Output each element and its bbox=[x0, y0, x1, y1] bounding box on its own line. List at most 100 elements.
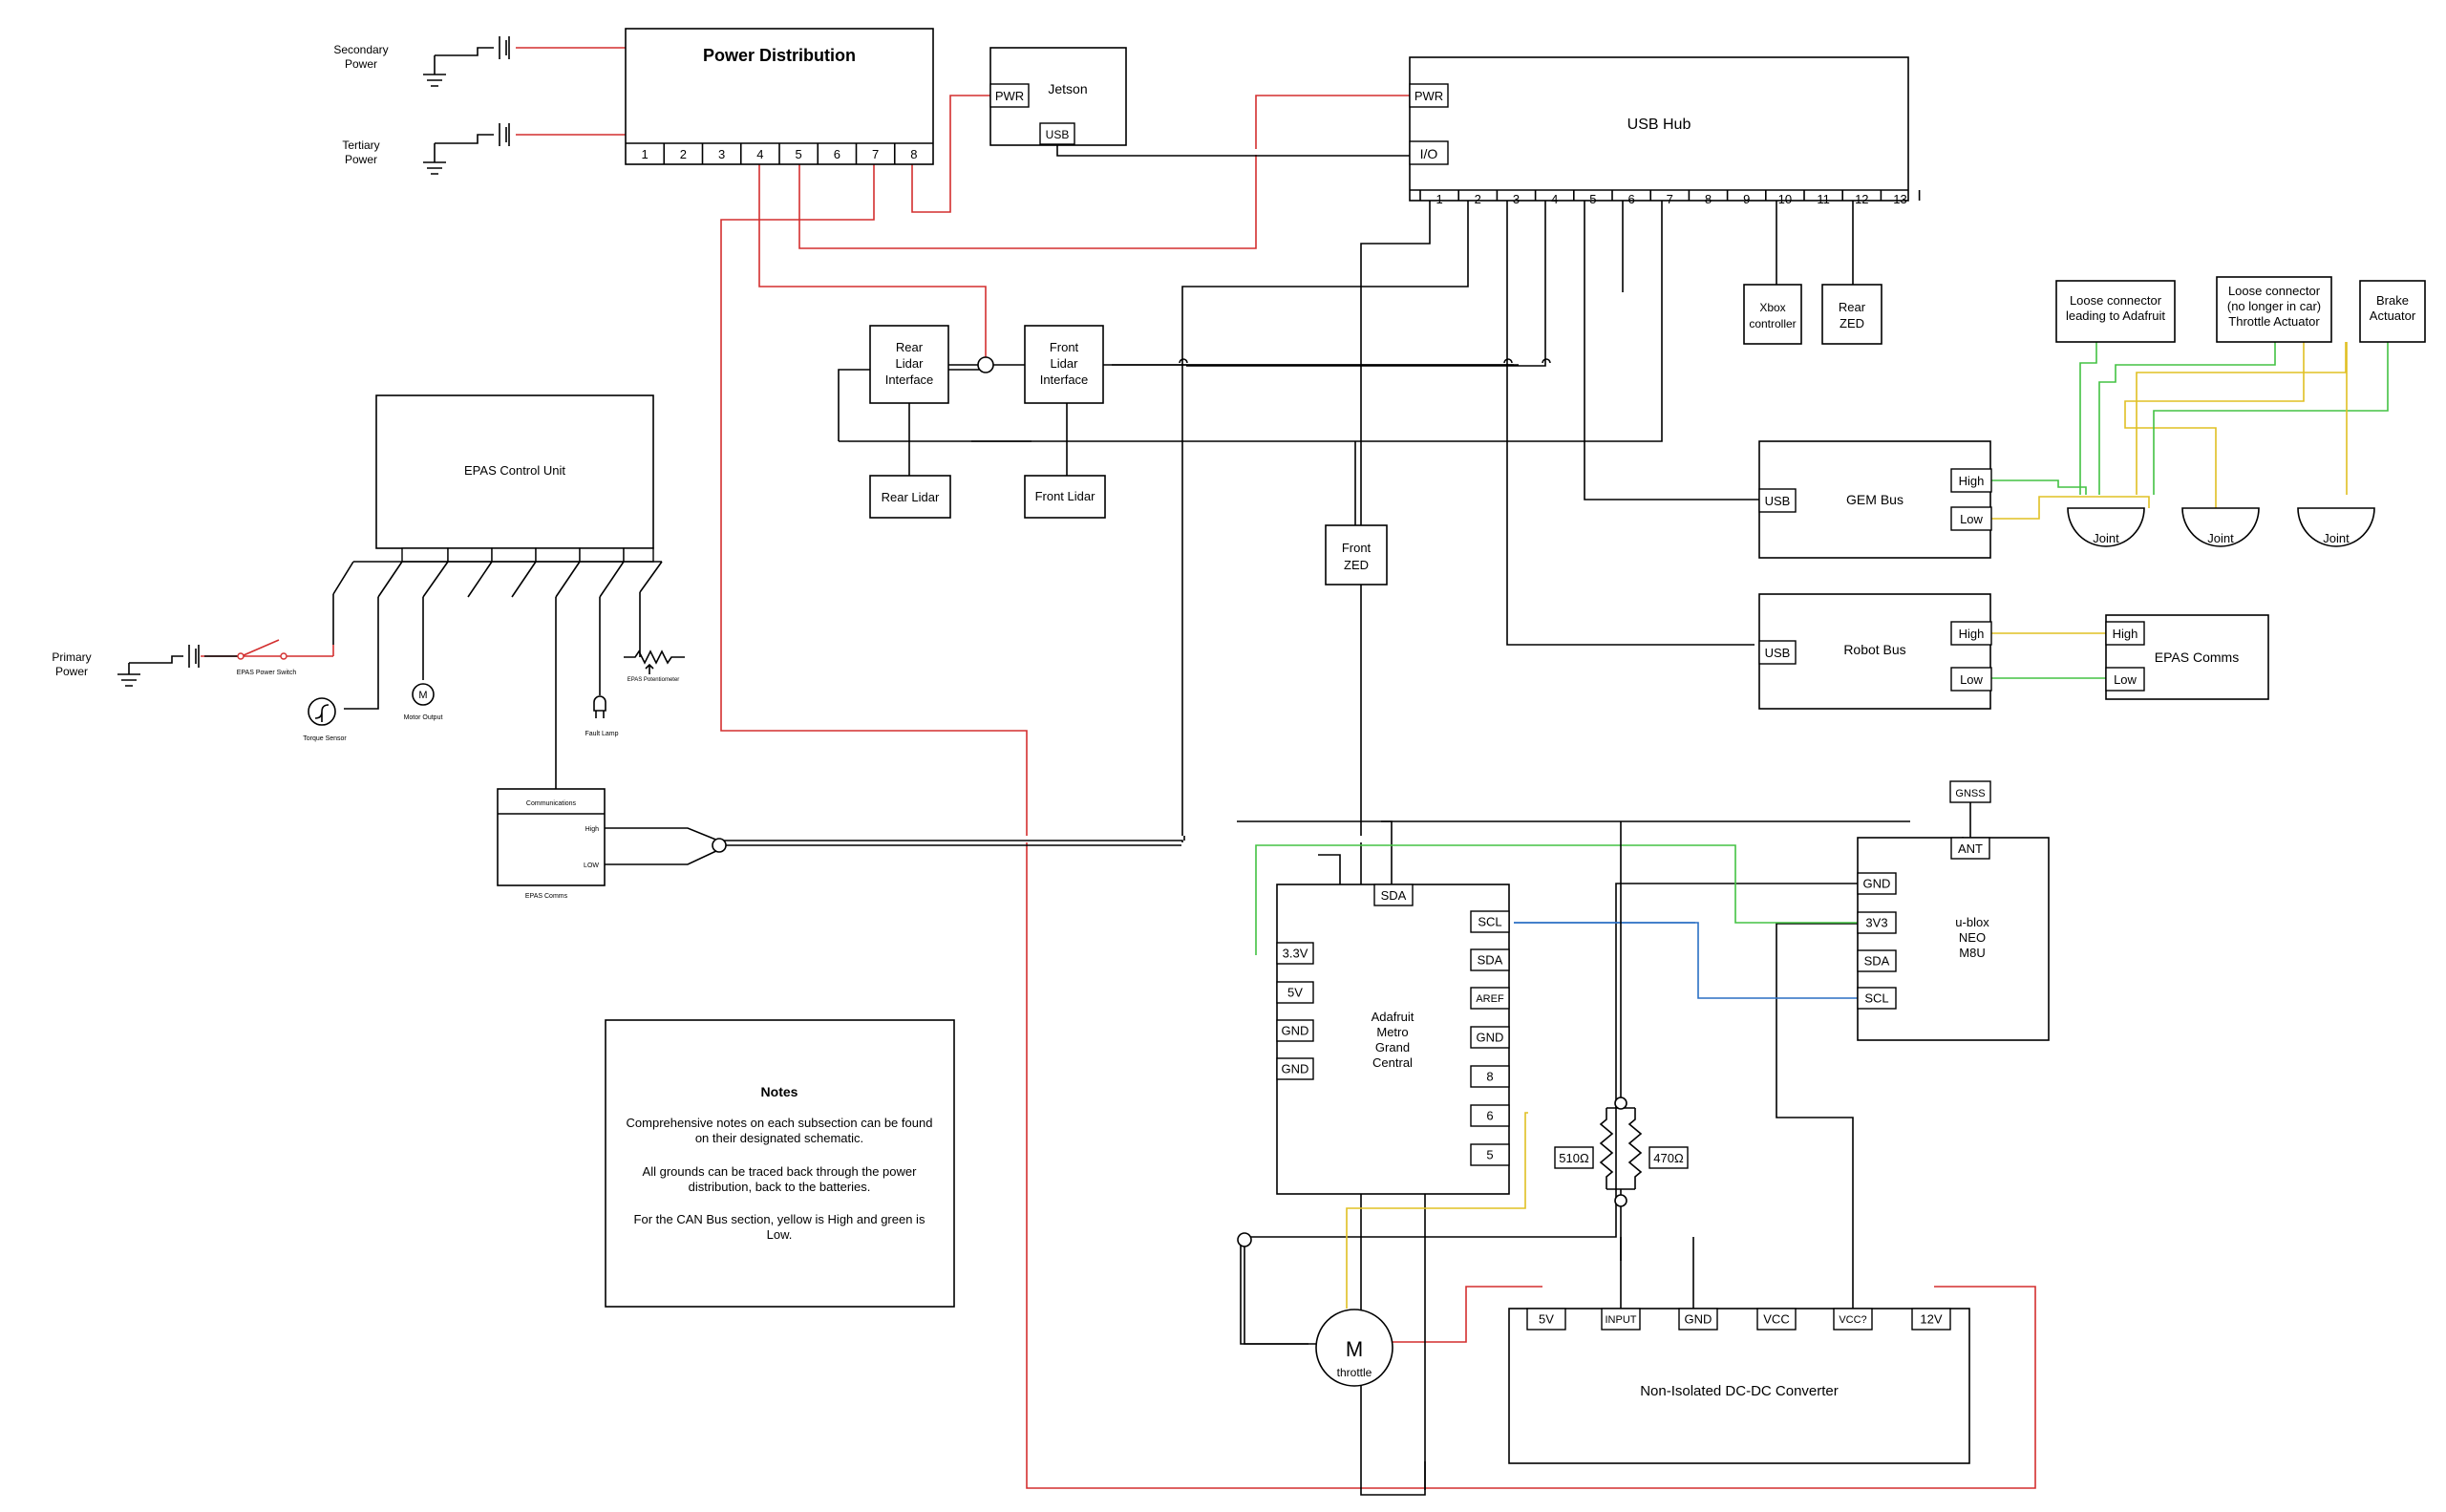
svg-text:2: 2 bbox=[680, 147, 687, 161]
svg-text:5: 5 bbox=[1486, 1148, 1493, 1162]
svg-text:6: 6 bbox=[1627, 192, 1634, 206]
epas-comms-module: Communications High LOW EPAS Comms bbox=[497, 788, 1181, 900]
svg-text:Low: Low bbox=[1960, 512, 1983, 526]
epas-power-switch[interactable]: EPAS Power Switch bbox=[237, 639, 297, 676]
svg-text:3.3V: 3.3V bbox=[1283, 947, 1308, 961]
power-wires bbox=[201, 47, 2036, 1489]
svg-text:8: 8 bbox=[1486, 1070, 1493, 1084]
svg-text:12: 12 bbox=[1855, 192, 1868, 206]
hub-port-6: 6 bbox=[1627, 190, 1651, 206]
svg-text:1: 1 bbox=[642, 147, 649, 161]
svg-text:INPUT: INPUT bbox=[1606, 1314, 1637, 1326]
torque-sensor: Torque Sensor bbox=[303, 697, 347, 742]
svg-text:EPAS Potentiometer: EPAS Potentiometer bbox=[627, 677, 680, 683]
hub-port-3: 3 bbox=[1513, 190, 1537, 206]
tertiary-power-source: Tertiary Power bbox=[342, 123, 510, 175]
svg-text:13: 13 bbox=[1893, 192, 1906, 206]
svg-text:5: 5 bbox=[1589, 192, 1596, 206]
svg-text:Power: Power bbox=[345, 153, 377, 166]
wire-crossing-hops bbox=[1179, 358, 1551, 364]
pd-port-6: 6 bbox=[817, 143, 840, 164]
notes-panel: Notes Comprehensive notes on each subsec… bbox=[605, 1019, 955, 1308]
svg-text:EPAS Comms: EPAS Comms bbox=[525, 893, 568, 900]
resistor-pair: 510Ω 470Ω bbox=[1554, 821, 1689, 1207]
svg-text:Lidar: Lidar bbox=[896, 356, 925, 371]
svg-text:3: 3 bbox=[718, 147, 725, 161]
svg-text:1: 1 bbox=[1436, 192, 1442, 206]
svg-text:11: 11 bbox=[1817, 192, 1830, 206]
svg-text:Fault Lamp: Fault Lamp bbox=[585, 731, 618, 737]
svg-text:High: High bbox=[1959, 627, 1985, 641]
front-lidar: Front Lidar bbox=[1024, 475, 1106, 519]
svg-text:Interface: Interface bbox=[1040, 373, 1089, 387]
svg-text:For the CAN Bus section, yello: For the CAN Bus section, yellow is High … bbox=[634, 1212, 925, 1226]
robot-bus: Robot Bus USB High Low bbox=[1758, 593, 1992, 710]
svg-text:Rear: Rear bbox=[1839, 300, 1866, 314]
joint-3 bbox=[2297, 507, 2375, 547]
secondary-power-label: Secondary bbox=[333, 43, 388, 56]
svg-text:Xbox: Xbox bbox=[1759, 301, 1785, 314]
svg-text:ANT: ANT bbox=[1958, 841, 1983, 856]
svg-text:VCC?: VCC? bbox=[1839, 1314, 1866, 1326]
svg-text:470Ω: 470Ω bbox=[1653, 1151, 1684, 1165]
svg-text:6: 6 bbox=[834, 147, 840, 161]
svg-text:SDA: SDA bbox=[1864, 954, 1890, 969]
svg-text:Adafruit: Adafruit bbox=[1372, 1010, 1414, 1024]
adafruit-right-pin-1: SDA bbox=[1470, 948, 1510, 971]
epas-comms-box: EPAS Comms High Low bbox=[2105, 614, 2269, 700]
svg-text:I/O: I/O bbox=[1420, 146, 1438, 161]
svg-text:Tertiary: Tertiary bbox=[342, 138, 379, 152]
secondary-power-source: Secondary Power bbox=[333, 36, 510, 87]
pd-port-5: 5 bbox=[778, 143, 802, 164]
ublox-pin-scl: SCL bbox=[1857, 987, 1897, 1010]
converter-pin-4: VCC? bbox=[1833, 1308, 1873, 1331]
converter-pin-3: VCC bbox=[1756, 1308, 1797, 1331]
pd-port-1: 1 bbox=[642, 147, 649, 161]
svg-text:NEO: NEO bbox=[1959, 930, 1986, 945]
hub-port-4: 4 bbox=[1551, 190, 1575, 206]
svg-text:VCC: VCC bbox=[1763, 1312, 1789, 1327]
svg-text:Power: Power bbox=[55, 665, 88, 678]
svg-text:Joint: Joint bbox=[2093, 531, 2119, 545]
hub-port-13: 13 bbox=[1893, 190, 1921, 206]
svg-text:8: 8 bbox=[1705, 192, 1712, 206]
gem-bus: GEM Bus USB High Low bbox=[1758, 440, 1992, 559]
svg-text:(no longer in car): (no longer in car) bbox=[2227, 299, 2321, 313]
svg-text:Front: Front bbox=[1050, 340, 1079, 354]
primary-power-source: Primary Power bbox=[52, 645, 239, 687]
svg-text:5V: 5V bbox=[1287, 986, 1303, 1000]
fault-lamp: Fault Lamp bbox=[585, 695, 619, 737]
svg-text:GEM Bus: GEM Bus bbox=[1846, 492, 1904, 507]
svg-text:GND: GND bbox=[1282, 1062, 1309, 1076]
ublox-pin-sda: SDA bbox=[1857, 949, 1897, 972]
xbox-controller: Xbox controller bbox=[1743, 284, 1802, 345]
svg-text:8: 8 bbox=[910, 147, 917, 161]
converter-pin-1: INPUT bbox=[1601, 1308, 1641, 1331]
adafruit-left-pin-1: 5V bbox=[1276, 981, 1314, 1004]
rear-lidar-interface: Rear Lidar Interface bbox=[869, 325, 949, 404]
svg-text:M: M bbox=[1346, 1337, 1363, 1361]
svg-text:PWR: PWR bbox=[1414, 89, 1443, 103]
front-lidar-interface: Front Lidar Interface bbox=[1024, 325, 1104, 404]
svg-text:EPAS Power Switch: EPAS Power Switch bbox=[237, 670, 297, 676]
loose-connector-adafruit: Loose connector leading to Adafruit bbox=[2055, 280, 2176, 343]
svg-text:GND: GND bbox=[1685, 1312, 1712, 1327]
throttle-motor: M throttle bbox=[1237, 1232, 1393, 1387]
hub-port-12: 12 bbox=[1855, 190, 1882, 206]
jetson: Jetson PWR USB bbox=[989, 47, 1127, 146]
svg-text:Joint: Joint bbox=[2207, 531, 2234, 545]
svg-text:6: 6 bbox=[1486, 1109, 1493, 1123]
svg-text:SDA: SDA bbox=[1478, 953, 1503, 968]
jetson-usb-pin: USB bbox=[1046, 128, 1070, 141]
svg-text:High: High bbox=[2113, 627, 2138, 641]
rear-zed: Rear ZED bbox=[1821, 284, 1882, 345]
front-zed: Front ZED bbox=[1325, 524, 1388, 586]
ublox-pin-gnd: GND bbox=[1857, 872, 1897, 895]
svg-text:Primary: Primary bbox=[52, 650, 91, 664]
svg-text:Grand: Grand bbox=[1375, 1040, 1410, 1054]
svg-text:USB: USB bbox=[1765, 494, 1791, 508]
adafruit-metro-grand-central: Adafruit Metro Grand Central SDA 3.3V5VG… bbox=[1276, 884, 1510, 1195]
